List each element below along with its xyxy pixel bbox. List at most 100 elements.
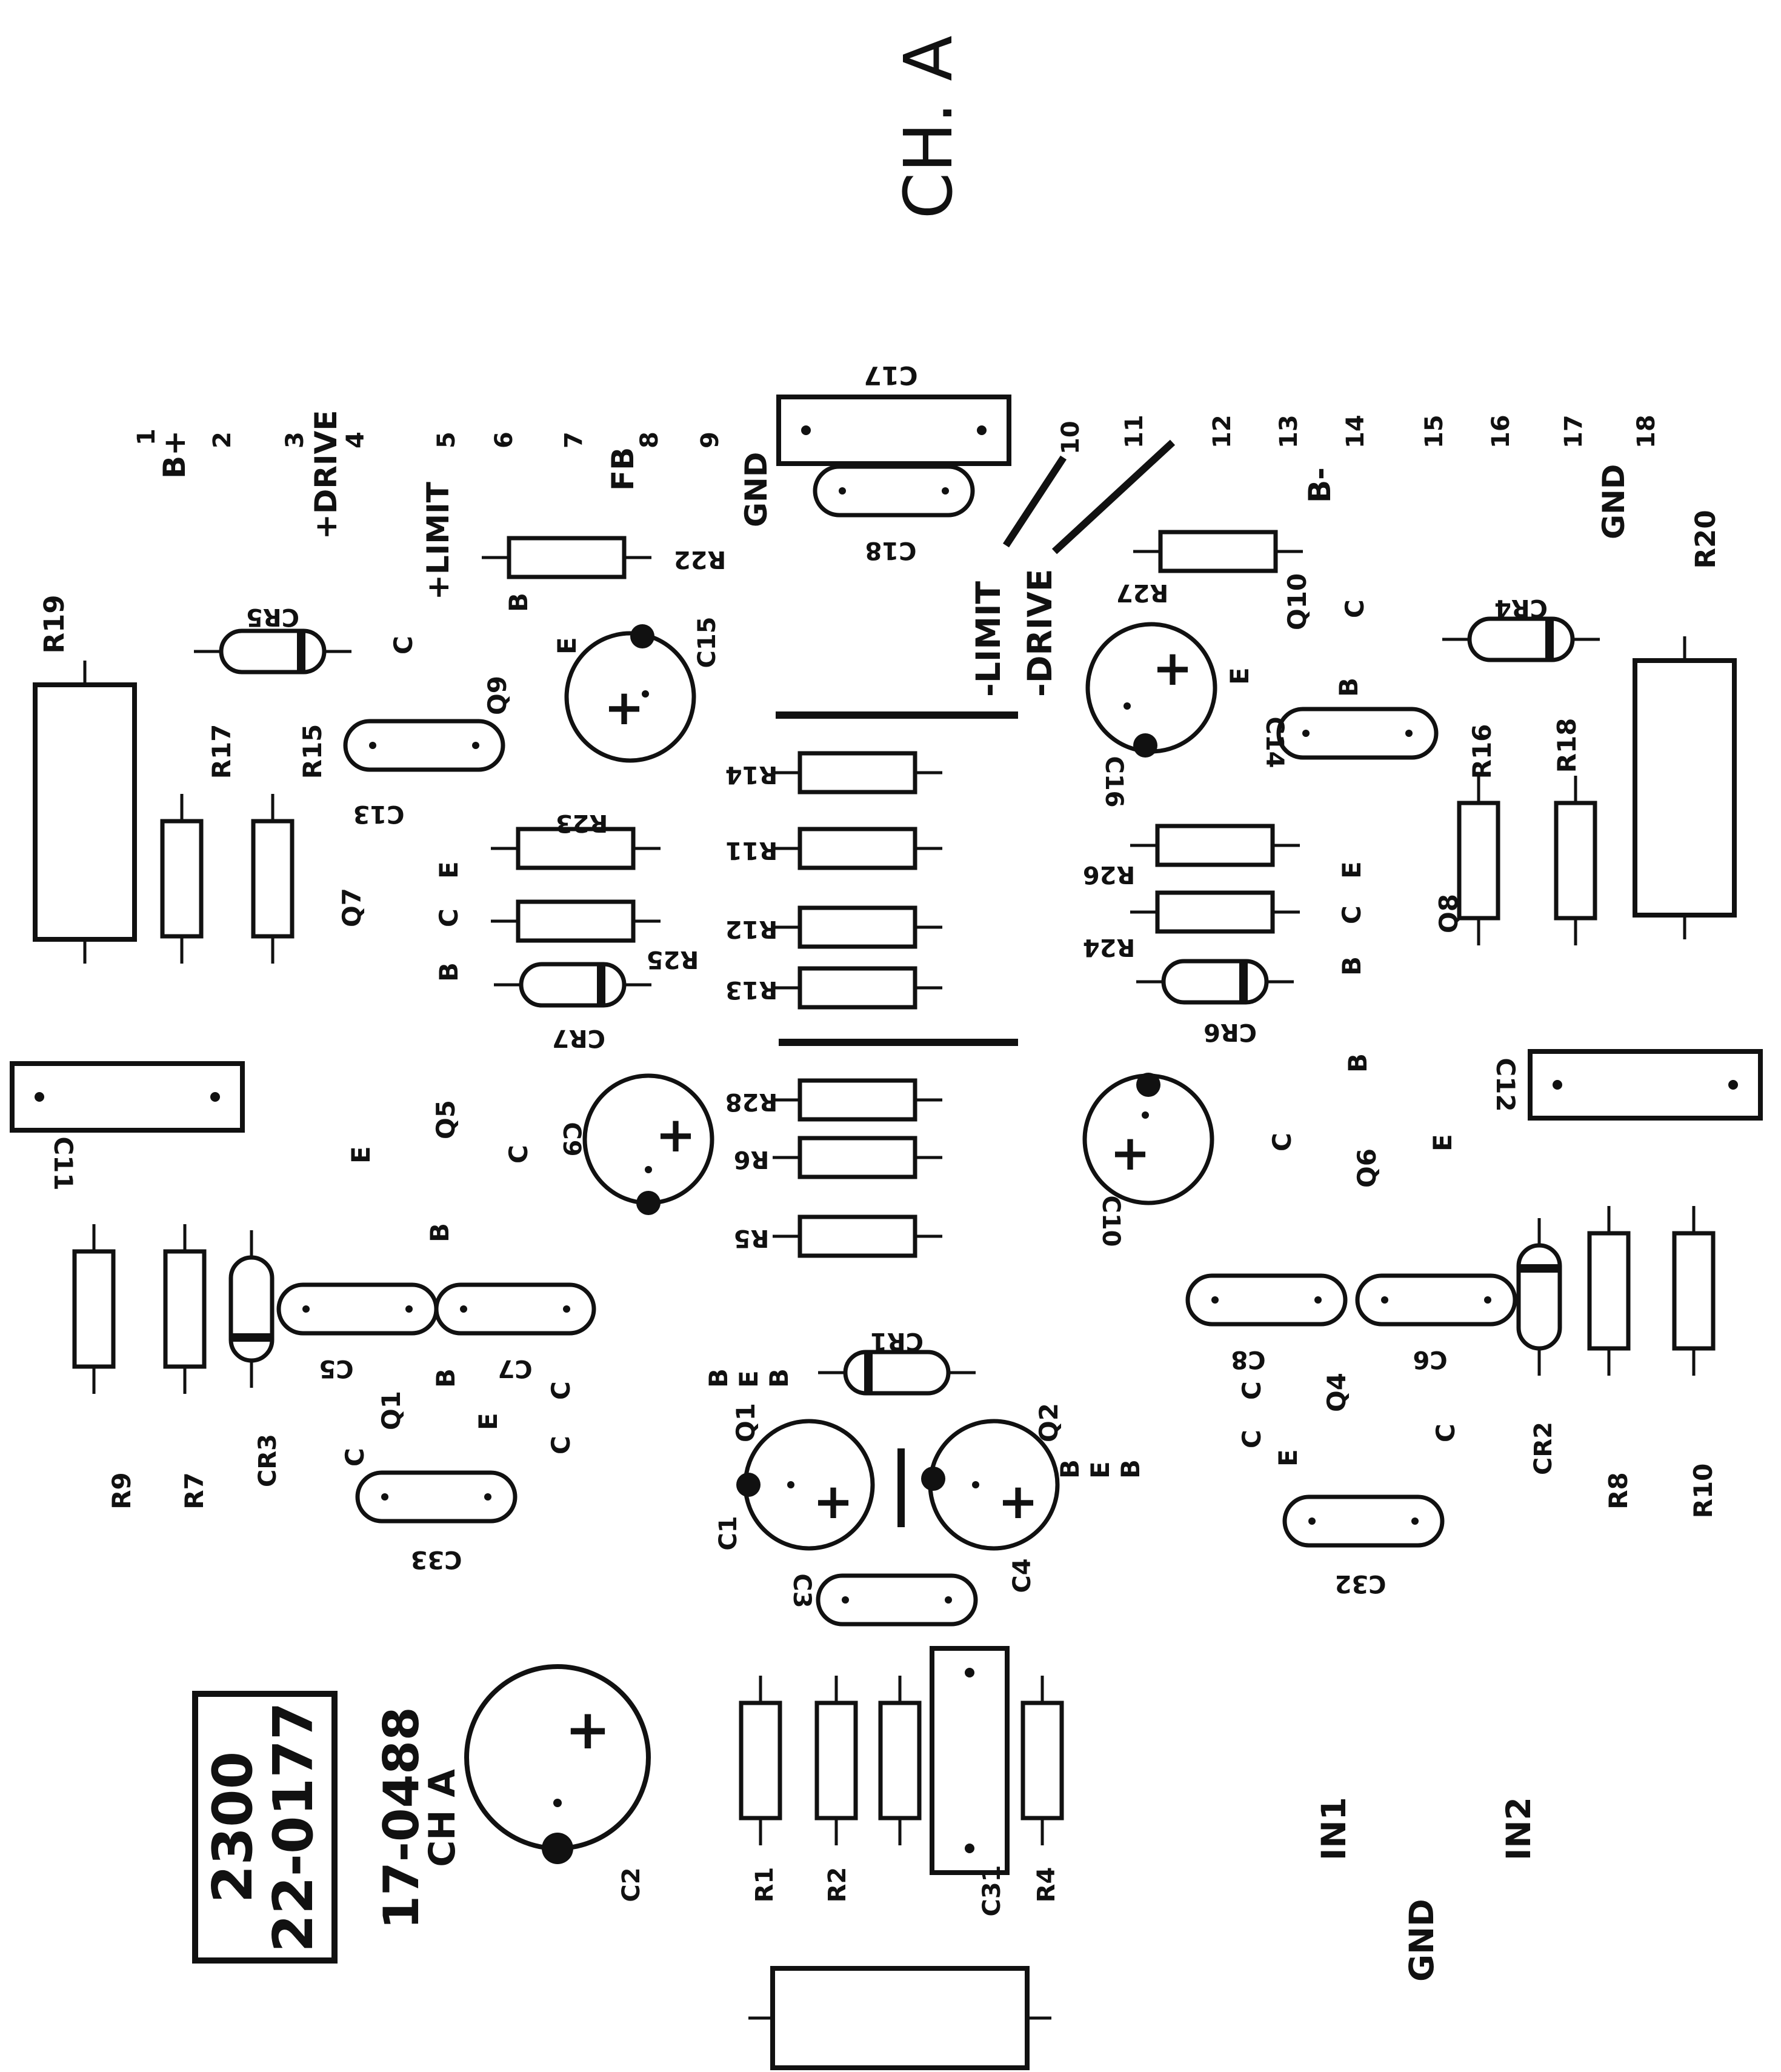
capacitor-c12-label: C12	[1491, 1058, 1520, 1111]
board-label-line2: 22-0177	[262, 1702, 325, 1952]
diode-cr5-label: CR5	[246, 603, 299, 631]
resistor-r15-label: R15	[298, 724, 327, 779]
q7-c-label: C	[434, 908, 464, 927]
diode-cr1-label: CR1	[870, 1327, 924, 1355]
resistor-r18	[1556, 776, 1595, 945]
capacitor-c8-label: C8	[1231, 1345, 1265, 1373]
capacitor-c13	[345, 721, 503, 770]
transistor-q4-label: Q4	[1322, 1373, 1351, 1412]
drive-trace	[1051, 439, 1176, 555]
q5-b-label: B	[425, 1223, 454, 1242]
q6-c-label: C	[1267, 1133, 1297, 1151]
q9-c-label: C	[388, 636, 418, 655]
pin-12: 12	[1208, 415, 1236, 448]
capacitor-c11-label: C11	[48, 1136, 78, 1190]
svg-text:+: +	[655, 1107, 696, 1163]
resistor-r3-bottom	[748, 1968, 1051, 2068]
capacitor-c32-label: C32	[1334, 1570, 1386, 1597]
resistor-r25-label: R25	[647, 945, 699, 973]
capacitor-c5	[279, 1285, 436, 1333]
pin-18: 18	[1633, 415, 1660, 448]
resistor-r28-label: R28	[725, 1088, 777, 1116]
resistor-r15	[253, 794, 292, 964]
resistor-r7	[165, 1224, 204, 1394]
svg-text:+: +	[604, 679, 644, 736]
diode-cr4-label: CR4	[1494, 594, 1548, 622]
pin-11: 11	[1120, 415, 1148, 448]
resistor-r17-label: R17	[207, 724, 236, 779]
capacitor-c31	[930, 1646, 1010, 1875]
pin-1: 1	[133, 428, 161, 445]
input-gnd-label: GND	[1402, 1899, 1441, 1982]
resistor-r8	[1590, 1206, 1628, 1376]
q7-b-label: B	[434, 962, 464, 982]
q1-left-b-label: B	[431, 1368, 461, 1388]
q4-c-label: C	[1237, 1381, 1267, 1400]
resistor-r19-label: R19	[38, 595, 70, 653]
q1-left-e-label: E	[473, 1413, 503, 1430]
capacitor-c17	[779, 397, 1009, 464]
resistor-r16	[1459, 776, 1498, 945]
resistor-r22-label: R22	[674, 545, 726, 573]
capacitor-c16: +	[1088, 624, 1215, 758]
pin-3-label: +DRIVE	[308, 410, 344, 539]
transistor-q7-label: Q7	[337, 888, 367, 927]
input-2-label: IN2	[1499, 1797, 1538, 1860]
resistor-r18-label: R18	[1552, 718, 1582, 773]
capacitor-c17-label: C17	[864, 361, 917, 390]
pin-5: 5	[433, 431, 461, 448]
pin-8: 8	[636, 431, 664, 448]
q5-e-label: E	[346, 1146, 376, 1164]
q2-b2-label: B	[1116, 1459, 1145, 1479]
capacitor-c32	[1285, 1497, 1442, 1545]
resistor-r1	[741, 1676, 780, 1845]
q1-b2-label: B	[764, 1368, 794, 1388]
resistor-r13	[773, 968, 942, 1007]
pin-15: 15	[1420, 415, 1448, 448]
capacitor-c5-label: C5	[319, 1354, 353, 1382]
diode-cr3	[231, 1230, 272, 1388]
transistor-q5-label: Q5	[431, 1100, 461, 1139]
pin-2: 2	[208, 431, 236, 448]
resistor-r25	[491, 902, 661, 941]
q2-b-label: B	[1055, 1459, 1085, 1479]
resistor-r9-label: R9	[107, 1472, 136, 1510]
pin-10-label: -LIMIT	[969, 581, 1008, 697]
capacitor-c6	[1357, 1276, 1515, 1324]
input-1-label: IN1	[1314, 1797, 1353, 1860]
capacitor-c11	[12, 1064, 242, 1130]
transistor-q8-label: Q8	[1434, 894, 1463, 933]
pin-9: 9	[696, 431, 724, 448]
pin-11-label: -DRIVE	[1020, 569, 1059, 697]
limit-trace	[1002, 455, 1067, 548]
pin-16: 16	[1487, 415, 1515, 448]
diode-cr7	[494, 964, 651, 1005]
resistor-r26	[1130, 826, 1300, 865]
resistor-r17	[162, 794, 201, 964]
capacitor-c9-label: C9	[558, 1122, 585, 1156]
capacitor-c18-label: C18	[865, 536, 916, 564]
resistor-r4-label: R4	[1033, 1867, 1060, 1903]
q10-c-label: C	[1340, 599, 1370, 618]
resistor-r6-label: R6	[734, 1145, 770, 1173]
svg-text:+: +	[1152, 640, 1193, 696]
pin-8-label: FB	[605, 447, 641, 491]
svg-text:CH. A: CH. A	[890, 36, 967, 219]
pin-5-label: +LIMIT	[421, 482, 456, 600]
resistor-r6	[773, 1138, 942, 1177]
capacitor-c4-label: C4	[1008, 1558, 1036, 1593]
diode-cr1	[818, 1352, 976, 1393]
diode-cr4	[1442, 619, 1600, 660]
q2-e-label: E	[1085, 1461, 1115, 1479]
resistor-r2-label: R2	[824, 1867, 851, 1903]
pin-10: 10	[1057, 421, 1085, 455]
resistor-r5	[773, 1217, 942, 1256]
capacitor-c2: +	[464, 1664, 651, 1864]
resistor-r8-label: R8	[1603, 1472, 1633, 1510]
svg-text:CH A: CH A	[421, 1769, 464, 1867]
capacitor-c18	[815, 467, 973, 515]
q4-c3-label: C	[1431, 1424, 1460, 1442]
transistor-q6-label: Q6	[1352, 1148, 1382, 1188]
resistor-r13-label: R13	[725, 976, 777, 1004]
capacitor-c33	[358, 1473, 515, 1521]
